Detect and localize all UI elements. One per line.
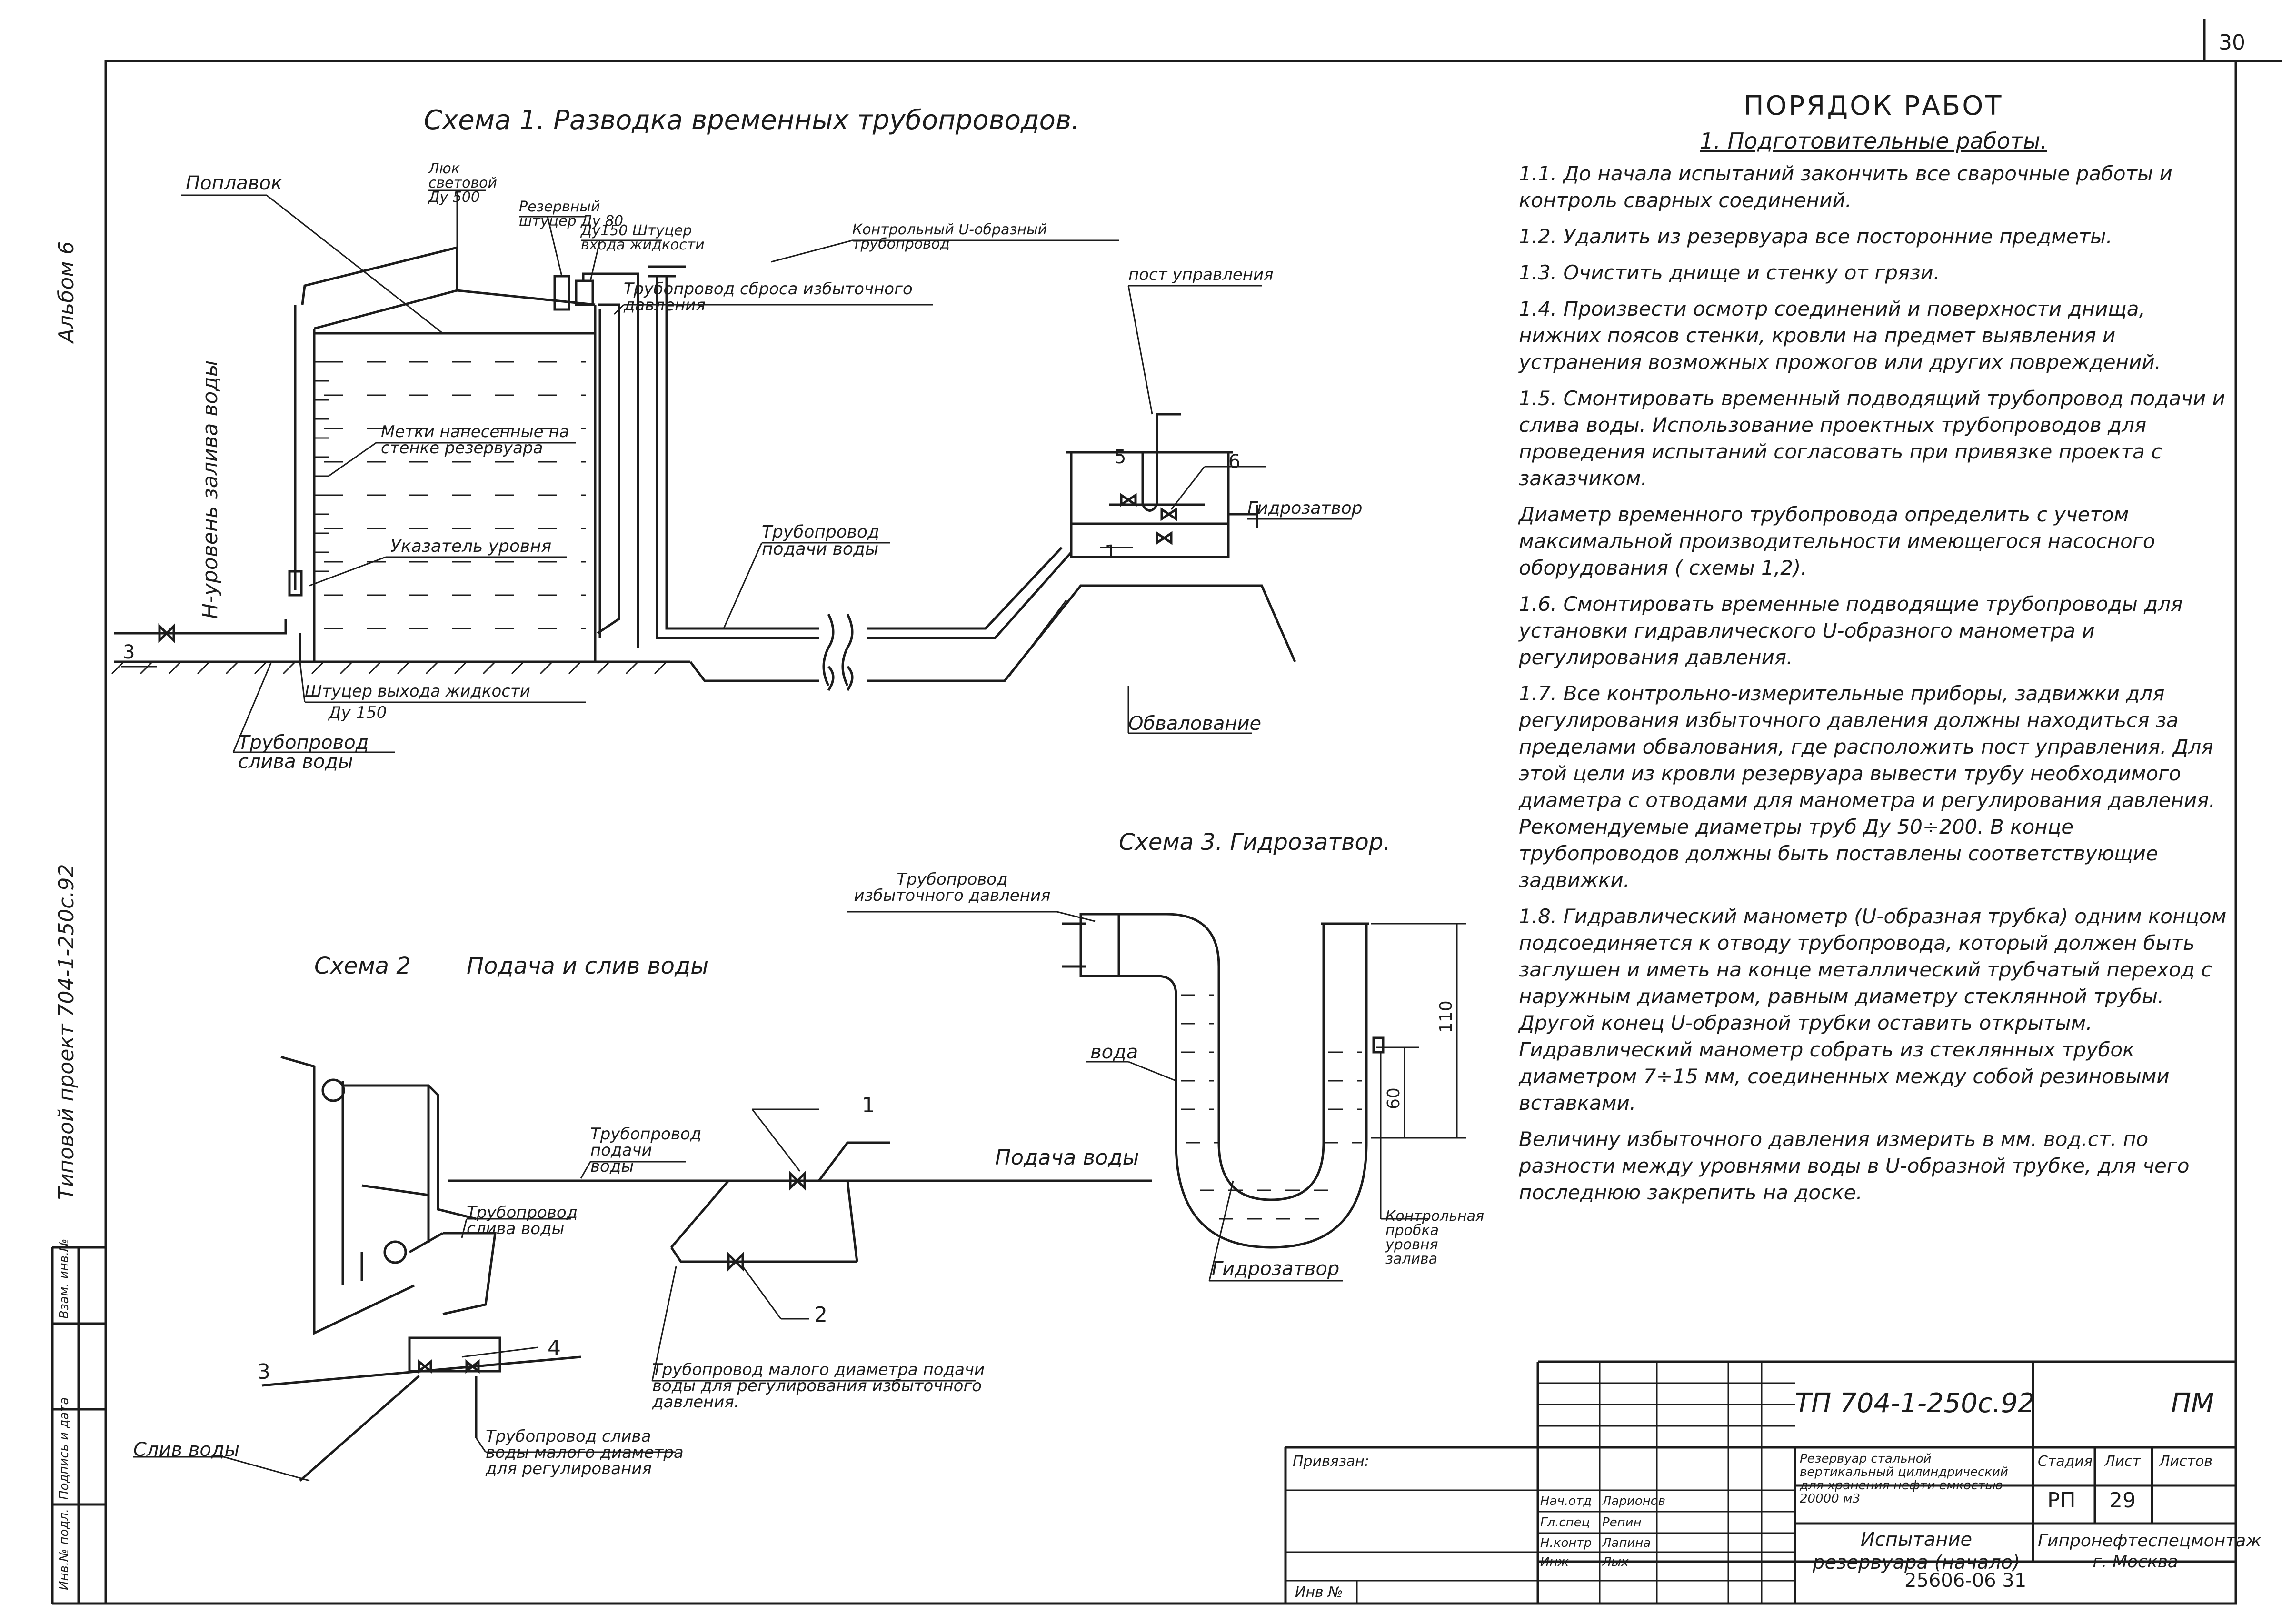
dim-110: 110 [1436,1000,1456,1033]
s2-label-drain-water: Слив воды [133,1439,240,1461]
person: Лых [1602,1555,1629,1569]
work-paragraph: Диаметр временного трубопровода определи… [1519,503,2155,579]
work-paragraph: 1.6. Смонтировать временные подводящие т… [1519,592,2183,669]
s2-label-water-supply: Подача воды [995,1146,1139,1170]
s3-label-overpressure-pipe: Трубопровод избыточного давления [854,870,1051,905]
org-name: Гипронефтеспецмонтаж г. Москва [2038,1531,2262,1572]
label-outlet-fitting: Штуцер выхода жидкости [305,682,530,701]
dim-60: 60 [1384,1087,1404,1109]
stamp-sign: Подпись и дата [57,1397,71,1500]
project-label: Типовой проект 704-1-250с.92 [54,864,79,1200]
doc-code: ТП 704-1-250с.92 [1795,1388,2035,1419]
label-fill-level: H-уровень залива воды [198,360,222,619]
title-block-grid [1285,1362,1795,1604]
approved-label: Привязан: [1293,1453,1369,1470]
work-order-heading: ПОРЯДОК РАБОТ [1744,90,2003,121]
s3-label-water: вода [1090,1041,1138,1063]
doc-description: Резервуар стальной вертикальный цилиндри… [1800,1452,2008,1506]
title-block-lines [1284,1360,2236,1604]
label-supply-pipe: Трубопровод подачи воды [762,522,879,559]
work-paragraph: 1.2. Удалить из резервуара все посторонн… [1519,225,2113,248]
s3-label-control-plug: Контрольная пробка уровня залива [1385,1208,1485,1267]
person: Лапина [1602,1536,1651,1550]
sheet-title: Испытание резервуара (начало) [1813,1529,2020,1574]
work-paragraph: 1.1. До начала испытаний закончить все с… [1519,162,2172,212]
s2-label-drain-small: Трубопровод слива воды малого диаметра д… [486,1427,684,1478]
s2-num-3: 3 [257,1360,270,1384]
label-control-post: пост управления [1128,265,1274,284]
s2-num-2: 2 [814,1303,827,1327]
role: Инж [1540,1555,1569,1569]
sheet-label: Лист [2104,1453,2141,1470]
work-paragraph: 1.8. Гидравлический манометр (U-образная… [1519,905,2227,1115]
label-control-pipe: Контрольный U-образный трубопровод [852,221,1047,252]
album-label: Альбом 6 [54,241,79,343]
person: Репин [1602,1515,1642,1530]
scheme3-drawing [847,911,1466,1282]
num-1: 1 [1105,541,1117,563]
stage-label: Стадия [2038,1453,2093,1470]
work-paragraph: 1.4. Произвести осмотр соединений и пове… [1519,297,2161,374]
scheme2-title: Схема 2 [314,953,411,979]
num-6: 6 [1228,451,1241,473]
s2-label-drain-pipe: Трубопровод слива воды [467,1203,578,1238]
label-water-seal-1: Гидрозатвор [1247,498,1363,518]
label-outlet-dn: Ду 150 [329,703,387,722]
stage-value: РП [2047,1488,2076,1513]
stamp-inv: Инв.№ подл. [57,1508,71,1590]
drawing-frame [104,60,2237,1605]
s2-label-small-pipe: Трубопровод малого диаметра подачи воды … [652,1360,985,1412]
page-number: 30 [2219,30,2245,55]
s3-label-water-seal: Гидрозатвор [1212,1258,1340,1280]
work-paragraph: 1.5. Смонтировать временный подводящий т… [1519,387,2225,490]
scheme2-subtitle: Подача и слив воды [467,953,709,979]
work-paragraph: 1.3. Очистить днище и стенку от грязи. [1519,261,1940,284]
stamp-replace: Взам. инв.№ [57,1238,71,1319]
work-paragraph: Величину избыточного давления измерить в… [1519,1127,2190,1204]
sheet-value: 29 [2109,1488,2136,1513]
scheme2-drawing [133,1056,1152,1482]
work-paragraph: 1.7. Все контрольно-измерительные прибор… [1519,682,2215,892]
role: Гл.спец [1540,1515,1590,1530]
num-3: 3 [123,641,135,663]
label-drain-pipe: Трубопровод слива воды [238,732,369,773]
s2-num-1: 1 [862,1093,875,1117]
role: Н.контр [1540,1536,1592,1550]
work-order: ПОРЯДОК РАБОТ 1. Подготовительные работы… [1519,90,2228,1216]
person: Ларионов [1602,1494,1666,1508]
scheme3-title: Схема 3. Гидрозатвор. [1119,829,1391,856]
label-level-marks: Метки нанесенные на стенке резервуара [381,422,569,458]
work-order-section1: 1. Подготовительные работы. [1700,128,2047,154]
role: Нач.отд [1540,1494,1592,1508]
label-overpressure-pipe: Трубопровод сброса избыточного давления [624,279,913,315]
label-level-indicator: Указатель уровня [390,537,552,556]
label-reserve-fitting: Резервный штуцер Ду 80 [519,199,624,229]
label-hatch: Люк световой Ду 500 [428,160,497,206]
footer-number: 25606-06 31 [1904,1570,2027,1592]
s2-label-supply-pipe: Трубопровод подачи воды [590,1125,702,1176]
scheme1-title: Схема 1. Разводка временных трубопроводо… [424,105,1080,136]
label-inlet-fitting: Ду150 Штуцер входа жидкости [581,222,705,253]
scheme1-drawing [111,189,1352,753]
s2-num-4: 4 [548,1336,561,1360]
sheets-label: Листов [2159,1453,2213,1470]
inv-label: Инв № [1295,1584,1343,1601]
label-float: Поплавок [186,172,282,194]
label-embankment: Обвалование [1128,713,1262,735]
doc-mark: ПМ [2171,1388,2214,1419]
num-5: 5 [1114,446,1126,468]
